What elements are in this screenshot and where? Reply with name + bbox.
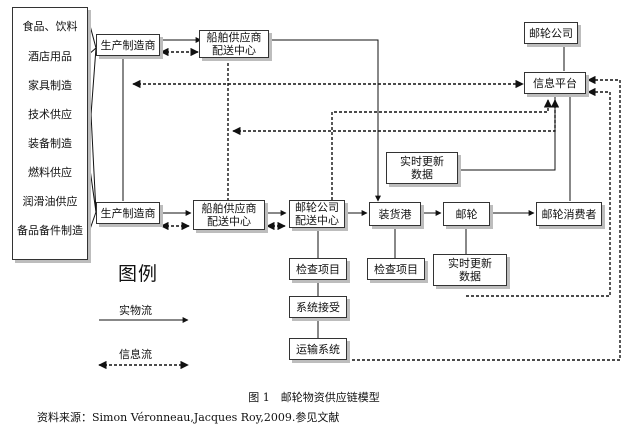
ship-supplier-label: 船舶供应商 [201,202,257,215]
info-dist-to-platform [331,99,553,200]
data-label: 数据 [411,168,433,181]
realtime-data-box-bottom: 实时更新 数据 [433,254,507,286]
supply-category-item: 食品、饮料 [22,20,78,33]
cruise-ship-box: 邮轮 [443,202,490,226]
realtime-update-label: 实时更新 [400,155,444,168]
supply-bracket [87,17,97,236]
cruise-consumer-label: 邮轮消费者 [541,207,597,221]
inspection-label: 检查项目 [296,262,340,276]
realtime-data-box-top: 实时更新 数据 [386,152,458,184]
distribution-center-label: 配送中心 [295,214,339,227]
cruise-company-box: 邮轮公司 [524,22,578,44]
info-platform-label: 信息平台 [533,76,577,90]
realtime-update-label: 实时更新 [448,257,492,270]
system-receive-label: 系统接受 [296,300,340,314]
inspection-box-2: 检查项目 [367,258,425,280]
cruise-company-label: 邮轮公司 [529,26,573,40]
transport-system-box: 运输系统 [289,338,347,360]
system-receive-box: 系统接受 [289,296,347,318]
loading-port-box: 装货港 [369,202,421,226]
producer-box-top: 生产制造商 [96,34,160,56]
ship-supplier-box-top: 船舶供应商 配送中心 [199,30,269,58]
supply-category-item: 技术供应 [28,108,72,121]
producer-label: 生产制造商 [100,206,156,220]
inspection-label: 检查项目 [374,262,418,276]
supply-category-item: 装备制造 [28,137,72,150]
data-label: 数据 [459,270,481,283]
supply-category-list: 食品、饮料 酒店用品 家具制造 技术供应 装备制造 燃料供应 润滑油供应 备品备… [12,7,88,260]
cruise-ship-label: 邮轮 [455,207,478,221]
transport-system-label: 运输系统 [296,342,340,356]
link-realtime-top-up [460,92,556,171]
supply-category-item: 备品备件制造 [17,224,83,237]
physical-flow-lines [99,37,571,338]
distribution-center-label: 配送中心 [207,215,251,228]
legend-title: 图例 [118,263,159,285]
legend-info-flow-label: 信息流 [119,348,152,361]
supply-category-item: 家具制造 [28,79,72,92]
producer-box-bottom: 生产制造商 [96,202,160,224]
ship-supplier-label: 船舶供应商 [206,31,262,44]
supply-category-item: 燃料供应 [28,166,72,179]
source-note: 资料来源：Simon Véronneau,Jacques Roy,2009.参见… [37,411,340,424]
ship-supplier-box-bottom: 船舶供应商 配送中心 [193,200,265,230]
supply-category-item: 润滑油供应 [22,195,78,208]
producer-label: 生产制造商 [100,38,156,52]
supply-category-item: 酒店用品 [28,50,72,63]
info-supplier-to-platform [232,99,560,136]
cruise-consumer-box: 邮轮消费者 [536,202,602,226]
inspection-box-1: 检查项目 [289,258,347,280]
cruise-distribution-box: 邮轮公司 配送中心 [289,200,345,228]
cruise-company-label: 邮轮公司 [295,201,339,214]
figure-caption: 图 1 邮轮物资供应链模型 [248,391,380,404]
loading-port-label: 装货港 [378,207,412,221]
info-platform-box: 信息平台 [524,72,586,94]
flow-supplier-top-to-port [270,39,381,202]
distribution-center-label: 配送中心 [212,44,256,57]
legend-physical-flow-label: 实物流 [119,304,152,317]
